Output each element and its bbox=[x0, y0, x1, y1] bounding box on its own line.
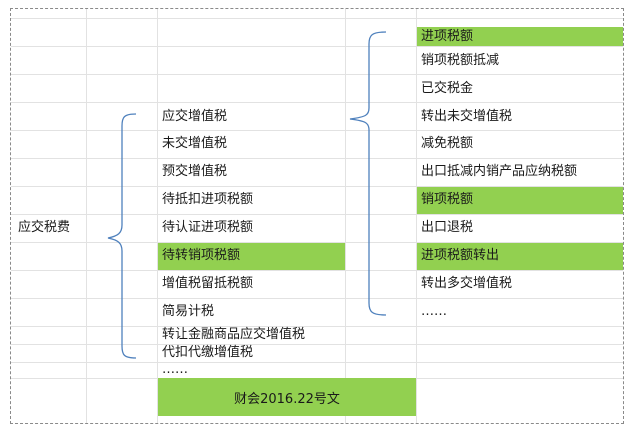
level1-item: …… bbox=[162, 362, 188, 377]
level2-item: 进项税额转出 bbox=[421, 248, 500, 263]
grid-hline bbox=[11, 130, 623, 131]
grid-hline bbox=[11, 344, 623, 345]
root-label: 应交税费 bbox=[18, 220, 71, 235]
print-area-border bbox=[10, 8, 624, 424]
grid-vline bbox=[416, 9, 417, 423]
level2-item: 已交税金 bbox=[421, 81, 474, 96]
level2-item: 转出未交增值税 bbox=[421, 109, 513, 124]
grid-vline bbox=[86, 9, 87, 423]
level2-item: 出口抵减内销产品应纳税额 bbox=[421, 164, 578, 179]
highlight-jinxiang-shuie bbox=[417, 27, 623, 46]
grid-vline bbox=[345, 9, 346, 423]
grid-hline bbox=[11, 46, 623, 47]
level1-item: 未交增值税 bbox=[162, 136, 228, 151]
level1-item: 待认证进项税额 bbox=[162, 220, 254, 235]
grid-hline bbox=[11, 214, 623, 215]
grid-hline bbox=[11, 270, 623, 271]
highlight-xiaoxiang-shuie bbox=[417, 187, 623, 214]
highlight-jinxiang-zhuanchu bbox=[417, 243, 623, 270]
level2-item: 减免税额 bbox=[421, 136, 474, 151]
level2-item: 销项税额抵减 bbox=[421, 53, 500, 68]
level2-item: 进项税额 bbox=[421, 29, 474, 44]
level2-item: 销项税额 bbox=[421, 192, 474, 207]
level1-item: 代扣代缴增值税 bbox=[162, 345, 254, 360]
grid-hline bbox=[11, 186, 623, 187]
left-brace-level1 bbox=[107, 113, 137, 359]
grid-hline bbox=[11, 326, 623, 327]
grid-hline bbox=[11, 298, 623, 299]
level1-item: 增值税留抵税额 bbox=[162, 276, 254, 291]
level1-item: 待转销项税额 bbox=[162, 248, 241, 263]
grid-hline bbox=[11, 18, 623, 19]
level1-item: 预交增值税 bbox=[162, 164, 228, 179]
grid-vline bbox=[157, 9, 158, 423]
level2-item: 出口退税 bbox=[421, 220, 474, 235]
left-brace-level2 bbox=[349, 31, 387, 316]
grid-hline bbox=[11, 242, 623, 243]
level2-item: 转出多交增值税 bbox=[421, 276, 513, 291]
level1-item: 简易计税 bbox=[162, 304, 215, 319]
footer-note: 财会2016.22号文 bbox=[158, 378, 416, 416]
level1-item: 待抵扣进项税额 bbox=[162, 192, 254, 207]
grid-hline bbox=[11, 362, 623, 363]
level1-item: 转让金融商品应交增值税 bbox=[162, 327, 306, 342]
level2-item: …… bbox=[421, 304, 447, 319]
level1-item: 应交增值税 bbox=[162, 109, 228, 124]
grid-hline bbox=[11, 102, 623, 103]
highlight-daizhuan-xiaoxiang bbox=[158, 243, 345, 270]
grid-hline bbox=[11, 158, 623, 159]
grid-hline bbox=[11, 74, 623, 75]
